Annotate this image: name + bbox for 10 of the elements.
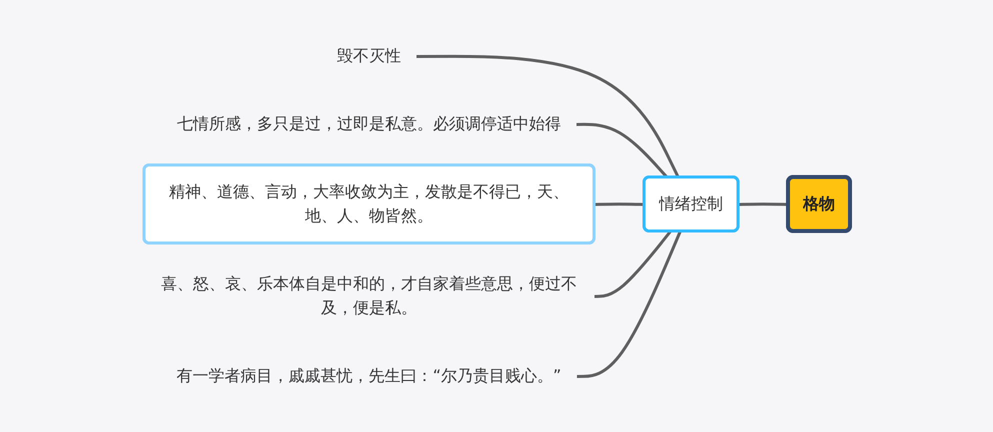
connector: [594, 202, 644, 206]
node-text: 七情所感，多只是过，过即是私意。必须调停适中始得: [176, 114, 560, 133]
node-text: 毁不灭性: [336, 46, 400, 65]
connector: [738, 202, 788, 206]
connector: [576, 122, 668, 178]
node-text: 有一学者病目，戚戚甚忧，先生曰：“尔乃贵目贱心。”: [176, 366, 561, 385]
connector: [416, 54, 680, 178]
connector: [576, 230, 682, 378]
node-text: 喜、怒、哀、乐本体自是中和的，才自家着些意思，便过不及，便是私。: [160, 274, 576, 317]
connector: [594, 230, 672, 298]
